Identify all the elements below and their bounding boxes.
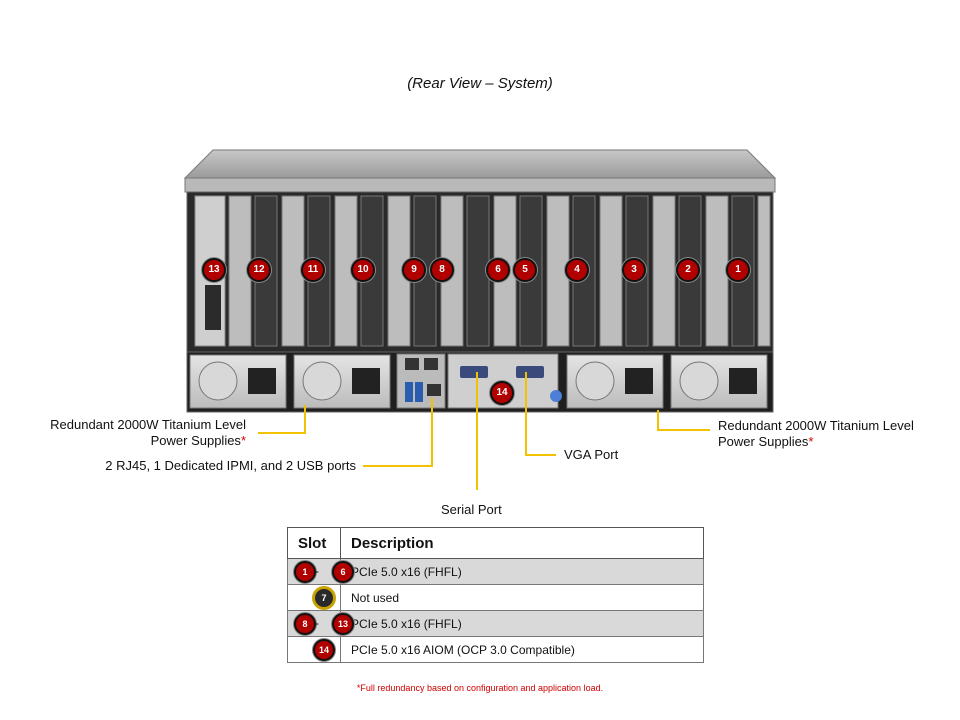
psu-right-label-line1: Redundant 2000W Titanium Level	[718, 418, 914, 433]
table-row: 14 PCIe 5.0 x16 AIOM (OCP 3.0 Compatible…	[287, 636, 704, 663]
slot-badge: 6	[332, 561, 354, 583]
slot-badge-8: 8	[430, 258, 454, 282]
slot-badge: 14	[313, 639, 335, 661]
range-dash: -	[315, 616, 319, 630]
header-slot: Slot	[287, 527, 341, 559]
psu-left-label-line1: Redundant 2000W Titanium Level	[50, 417, 246, 432]
slot-badge: 8	[294, 613, 316, 635]
slot-badge-11: 11	[301, 258, 325, 282]
slot-table: Slot Description 1 - 6 PCIe 5.0 x16 (FHF…	[287, 527, 704, 663]
description-cell: PCIe 5.0 x16 (FHFL)	[340, 558, 704, 585]
slot-badge: 1	[294, 561, 316, 583]
footnote: *Full redundancy based on configuration …	[356, 683, 604, 693]
slot-badge-1: 1	[726, 258, 750, 282]
slot-badge-12: 12	[247, 258, 271, 282]
table-row: 7 Not used	[287, 584, 704, 611]
slot-badge-2: 2	[676, 258, 700, 282]
page-title: (Rear View – System)	[407, 75, 553, 92]
slot-badge-5: 5	[513, 258, 537, 282]
vga-port-label: VGA Port	[564, 447, 619, 462]
table-header-row: Slot Description	[287, 527, 704, 559]
psu-left-asterisk: *	[240, 433, 246, 448]
slot-badge-10: 10	[351, 258, 375, 282]
psu-right-label: Redundant 2000W Titanium Level Power Sup…	[718, 418, 958, 450]
callout-lines	[258, 372, 710, 490]
slot-cell: 1 - 6	[287, 558, 354, 585]
table-row: 8 - 13 PCIe 5.0 x16 (FHFL)	[287, 610, 704, 637]
slot-cell: 14	[287, 636, 341, 663]
io-panel	[396, 353, 562, 409]
psu-left-label-line2: Power Supplies	[150, 433, 241, 448]
psu-right-label-line2: Power Supplies	[718, 434, 809, 449]
description-cell: PCIe 5.0 x16 AIOM (OCP 3.0 Compatible)	[340, 636, 704, 663]
io-ports-label: 2 RJ45, 1 Dedicated IPMI, and 2 USB port…	[105, 458, 356, 473]
slot-badge-6: 6	[486, 258, 510, 282]
slot-cell: 8 - 13	[287, 610, 354, 637]
psu-left-pair	[189, 354, 391, 409]
aiom-badge-14: 14	[490, 381, 514, 405]
psu-right-pair	[566, 354, 768, 409]
slot-badge: 13	[332, 613, 354, 635]
header-description: Description	[340, 527, 704, 559]
psu-left-label: Redundant 2000W Titanium Level Power Sup…	[20, 417, 246, 449]
slot-badge-13: 13	[202, 258, 226, 282]
slot-cell: 7	[287, 584, 341, 611]
description-cell: Not used	[340, 584, 704, 611]
description-cell: PCIe 5.0 x16 (FHFL)	[340, 610, 704, 637]
serial-port-label: Serial Port	[441, 502, 502, 517]
range-dash: -	[315, 564, 319, 578]
slot-badge-4: 4	[565, 258, 589, 282]
slot-badge-3: 3	[622, 258, 646, 282]
slot-badge: 7	[313, 587, 335, 609]
psu-right-asterisk: *	[808, 434, 814, 449]
slot-badge-9: 9	[402, 258, 426, 282]
table-row: 1 - 6 PCIe 5.0 x16 (FHFL)	[287, 558, 704, 585]
